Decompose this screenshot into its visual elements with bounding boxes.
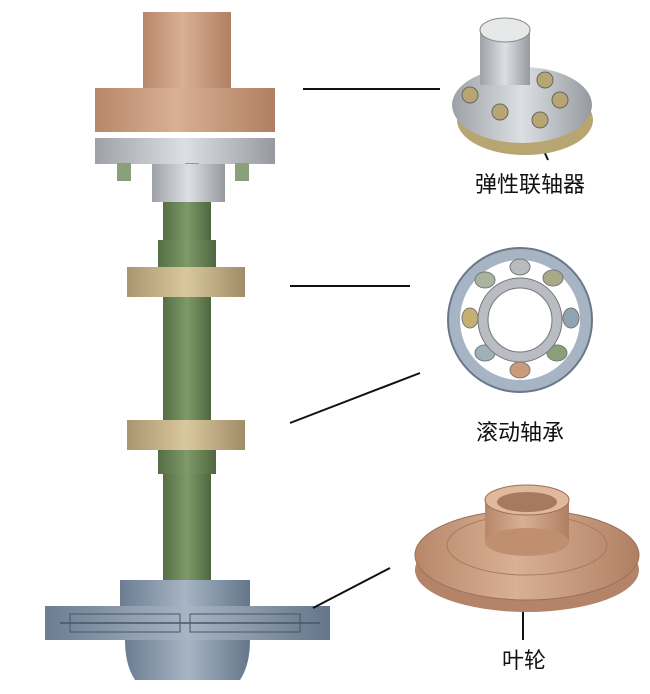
upper-bearing [127,267,245,297]
shaft-assembly [45,12,330,680]
coupling-gray-hub [152,164,225,202]
impeller-hub [125,640,250,680]
coupling-gray-disk [95,138,275,164]
label-bearing: 滚动轴承 [476,421,564,446]
label-coupling: 弹性联轴器 [475,173,585,198]
impeller-detail-image [414,484,640,612]
bearing-detail-image [447,247,593,393]
shaft-shoulder [158,448,216,474]
label-impeller: 叶轮 [502,649,546,674]
impeller-eye [120,580,250,606]
lower-bearing [127,420,245,450]
coupling-flange [95,88,275,132]
shaft-shoulder [158,240,216,268]
coupling-hub [143,12,231,88]
coupling-detail-image [452,17,593,155]
